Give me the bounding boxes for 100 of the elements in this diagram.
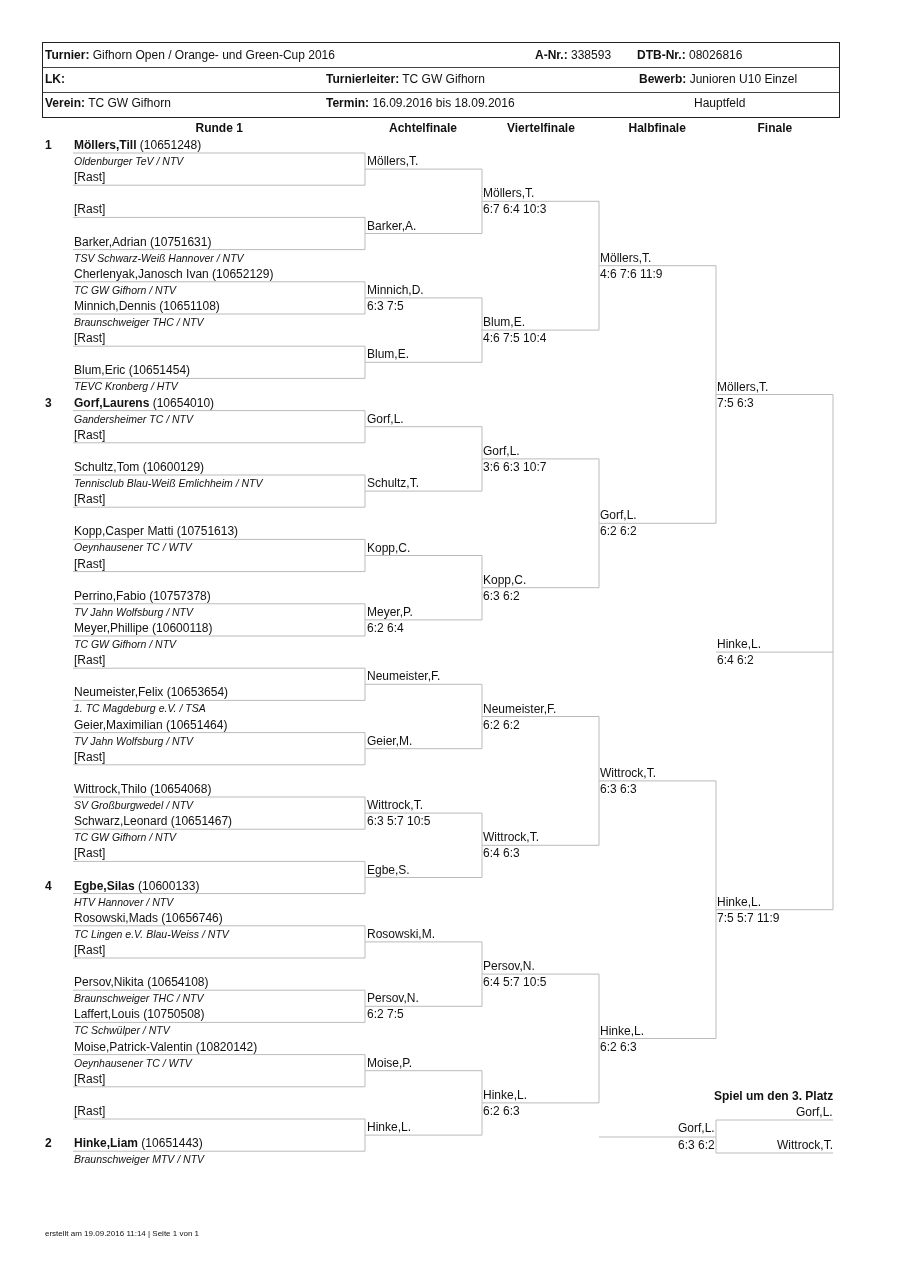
winner-name: Geier,M. <box>367 732 413 749</box>
header-field: LK: <box>45 71 65 87</box>
player-name: Laffert,Louis (10750508) <box>74 1006 205 1023</box>
winner-name: Möllers,T. <box>367 153 419 170</box>
winner-name: Gorf,L. <box>483 442 520 459</box>
header-field: A-Nr.: 338593 <box>535 47 612 63</box>
club-name: Oeynhausener TC / WTV <box>74 540 192 556</box>
winner-name: Wittrock,T. <box>367 797 423 814</box>
player-name: Schultz,Tom (10600129) <box>74 459 205 475</box>
winner-name: Rosowski,M. <box>367 925 435 942</box>
winner-name: Schultz,T. <box>367 475 420 492</box>
header-field: Hauptfeld <box>694 95 746 111</box>
match-score: 7:5 5:7 11:9 <box>717 909 780 926</box>
match-score: 3:6 6:3 10:7 <box>483 458 547 475</box>
match-score: 6:2 6:4 <box>367 619 404 636</box>
player-name: Perrino,Fabio (10757378) <box>74 587 211 604</box>
player-name: [Rast] <box>74 942 106 958</box>
player-name: [Rast] <box>74 330 106 347</box>
match-score: 6:2 6:2 <box>483 716 520 733</box>
winner-name: Neumeister,F. <box>367 668 441 685</box>
player-name: Möllers,Till (10651248) <box>74 137 202 153</box>
column-heading: Viertelfinale <box>507 120 575 136</box>
column-heading: Halbfinale <box>628 120 686 136</box>
winner-name: Hinke,L. <box>367 1119 412 1136</box>
club-name: TV Jahn Wolfsburg / NTV <box>74 733 194 749</box>
player-name: Neumeister,Felix (10653654) <box>74 684 229 701</box>
player-name: Hinke,Liam (10651443) <box>74 1135 203 1152</box>
player-name: Schwarz,Leonard (10651467) <box>74 813 233 830</box>
column-heading: Runde 1 <box>195 120 243 136</box>
match-score: 7:5 6:3 <box>717 394 754 411</box>
winner-name: Hinke,L. <box>483 1086 528 1103</box>
club-name: TSV Schwarz-Weiß Hannover / NTV <box>74 250 244 266</box>
seed-number: 2 <box>45 1135 52 1152</box>
winner-name: Möllers,T. <box>717 378 769 395</box>
winner-name: Gorf,L. <box>678 1120 715 1136</box>
winner-name: Blum,E. <box>367 346 409 363</box>
player-name: Kopp,Casper Matti (10751613) <box>74 523 239 540</box>
player-name: Gorf,Laurens (10654010) <box>74 394 215 411</box>
club-name: TC Lingen e.V. Blau-Weiss / NTV <box>74 926 229 942</box>
match-score: 6:2 7:5 <box>367 1006 404 1023</box>
player-name: [Rast] <box>74 426 106 443</box>
club-name: Braunschweiger MTV / NTV <box>74 1152 205 1168</box>
winner-name: Wittrock,T. <box>483 829 539 846</box>
player-name: Geier,Maximilian (10651464) <box>74 716 228 733</box>
match-score: 6:4 6:2 <box>717 652 754 669</box>
match-score: 6:3 6:2 <box>483 587 520 604</box>
club-name: TC GW Gifhorn / NTV <box>74 830 177 846</box>
match-score: 6:3 5:7 10:5 <box>367 813 431 830</box>
player-name: Rosowski,Mads (10656746) <box>74 909 223 926</box>
winner-name: Möllers,T. <box>483 185 535 202</box>
winner-name: Persov,N. <box>483 958 535 975</box>
club-name: TEVC Kronberg / HTV <box>74 379 178 395</box>
winner-name: Hinke,L. <box>717 893 762 910</box>
player-name: Wittrock,T. <box>777 1137 833 1153</box>
player-name: Blum,Eric (10651454) <box>74 362 191 379</box>
club-name: Braunschweiger THC / NTV <box>74 991 204 1007</box>
winner-name: Gorf,L. <box>367 410 404 427</box>
club-name: HTV Hannover / NTV <box>74 894 174 910</box>
player-name: [Rast] <box>74 555 106 572</box>
player-name: [Rast] <box>74 748 106 765</box>
winner-name: Neumeister,F. <box>483 700 557 717</box>
winner-name: Meyer,P. <box>367 603 413 620</box>
winner-name: Möllers,T. <box>600 249 652 266</box>
header-field: Verein: TC GW Gifhorn <box>45 95 171 111</box>
player-name: [Rast] <box>74 169 106 186</box>
match-score: 6:2 6:2 <box>600 523 637 540</box>
match-score: 4:6 7:6 11:9 <box>600 265 663 282</box>
winner-name: Egbe,S. <box>367 861 410 878</box>
column-heading: Finale <box>757 120 793 136</box>
winner-name: Blum,E. <box>483 314 525 331</box>
club-name: Gandersheimer TC / NTV <box>74 411 194 427</box>
seed-number: 1 <box>45 137 52 153</box>
club-name: TV Jahn Wolfsburg / NTV <box>74 604 194 620</box>
player-name: [Rast] <box>74 1070 106 1087</box>
player-name: Moise,Patrick-Valentin (10820142) <box>74 1038 258 1055</box>
section-heading: Spiel um den 3. Platz <box>714 1088 834 1104</box>
match-score: 6:3 6:3 <box>600 780 637 797</box>
player-name: Barker,Adrian (10751631) <box>74 233 212 250</box>
winner-name: Hinke,L. <box>717 636 762 653</box>
header-field: Turnierleiter: TC GW Gifhorn <box>326 71 485 87</box>
winner-name: Barker,A. <box>367 217 417 234</box>
player-name: Cherlenyak,Janosch Ivan (10652129) <box>74 265 274 282</box>
club-name: Braunschweiger THC / NTV <box>74 315 204 330</box>
club-name: TC GW Gifhorn / NTV <box>74 637 177 652</box>
winner-name: Kopp,C. <box>367 539 411 556</box>
club-name: Oeynhausener TC / WTV <box>74 1055 192 1071</box>
header-field: DTB-Nr.: 08026816 <box>637 47 743 63</box>
match-score: 6:4 6:3 <box>483 845 520 862</box>
player-name: Persov,Nikita (10654108) <box>74 974 209 991</box>
club-name: 1. TC Magdeburg e.V. / TSA <box>74 701 206 717</box>
header-field: Bewerb: Junioren U10 Einzel <box>639 71 798 87</box>
match-score: 6:7 6:4 10:3 <box>483 201 547 218</box>
match-score: 6:4 5:7 10:5 <box>483 974 547 991</box>
player-name: [Rast] <box>74 845 106 862</box>
player-name: Gorf,L. <box>796 1104 833 1120</box>
column-heading: Achtelfinale <box>389 120 457 136</box>
header-field: Termin: 16.09.2016 bis 18.09.2016 <box>326 95 515 111</box>
player-name: [Rast] <box>74 201 106 218</box>
player-name: [Rast] <box>74 652 106 669</box>
player-name: [Rast] <box>74 491 106 508</box>
